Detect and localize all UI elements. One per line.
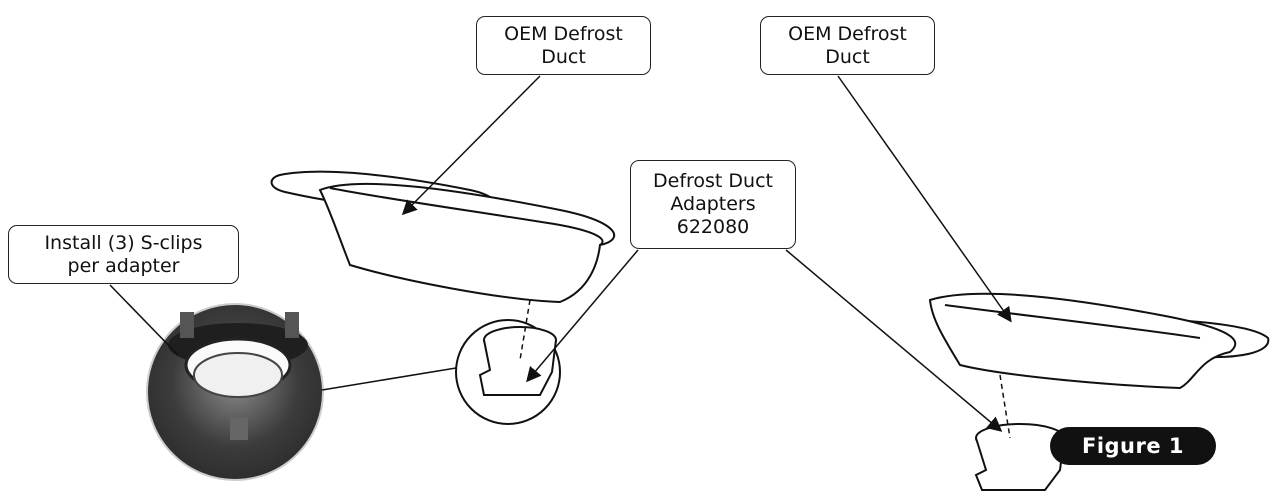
callout-defrost-duct-adapters: Defrost Duct Adapters 622080 bbox=[630, 160, 796, 249]
callout-line: 622080 bbox=[676, 216, 750, 238]
callout-line: OEM Defrost bbox=[504, 22, 623, 45]
callout-line: Defrost Duct bbox=[653, 170, 773, 192]
callout-line: Install (3) S-clips bbox=[44, 231, 203, 254]
callout-oem-defrost-duct-right: OEM Defrost Duct bbox=[760, 16, 935, 75]
oem-duct-right bbox=[928, 292, 1270, 390]
callout-line: Duct bbox=[825, 45, 870, 68]
adapter-small bbox=[478, 326, 557, 396]
s-clip-photo bbox=[146, 303, 324, 481]
callout-line: Duct bbox=[541, 45, 586, 68]
callout-oem-defrost-duct-left: OEM Defrost Duct bbox=[476, 16, 651, 75]
figure-label: Figure 1 bbox=[1050, 427, 1216, 465]
callout-install-s-clips: Install (3) S-clips per adapter bbox=[8, 225, 239, 284]
callout-line: OEM Defrost bbox=[788, 22, 907, 45]
leader-lines bbox=[109, 75, 1012, 439]
adapter-right bbox=[974, 423, 1065, 491]
callout-line: Adapters bbox=[670, 193, 756, 215]
callout-line: per adapter bbox=[67, 254, 180, 277]
oem-duct-left bbox=[270, 170, 616, 304]
